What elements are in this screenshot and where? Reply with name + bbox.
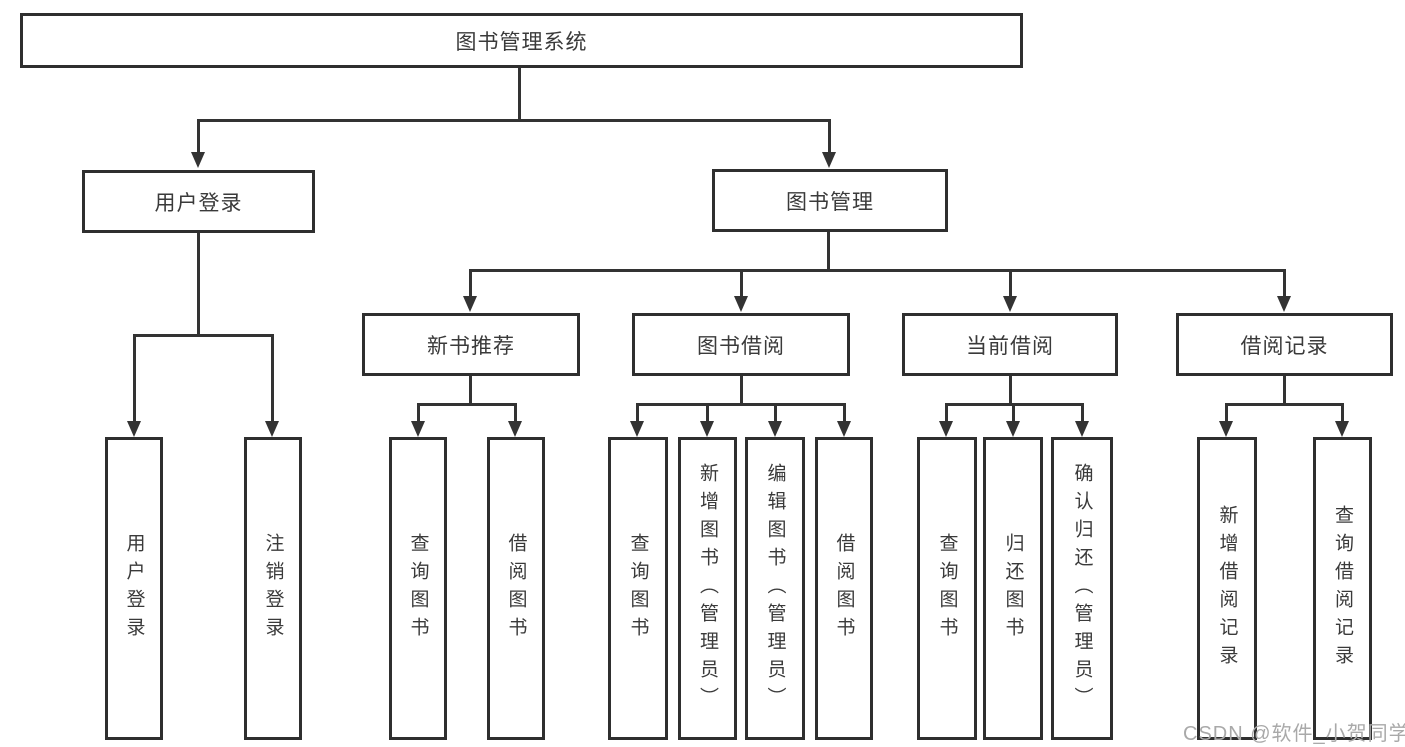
arrowhead-down-icon: [127, 421, 141, 437]
connector-vline: [1012, 403, 1015, 422]
connector-hline: [197, 119, 831, 122]
node-label: 借阅记录: [1240, 334, 1329, 358]
node-label: 新书推荐: [427, 334, 515, 358]
connector-vline: [197, 119, 200, 154]
arrowhead-down-icon: [837, 421, 851, 437]
leaf-query-books-current: 查询图书: [917, 437, 977, 740]
connector-vline: [740, 269, 743, 298]
arrowhead-down-icon: [463, 296, 477, 312]
node-label: 图书管理系统: [455, 30, 588, 54]
node-label: 图书借阅: [697, 334, 785, 358]
node-label: 新增图书（管理员）: [697, 462, 718, 715]
leaf-add-books-admin: 新增图书（管理员）: [678, 437, 737, 740]
node-label: 图书管理: [786, 190, 874, 214]
node-label: 借阅图书: [833, 532, 855, 645]
arrowhead-down-icon: [508, 421, 522, 437]
node-label: 查询图书: [407, 532, 429, 645]
arrowhead-down-icon: [411, 421, 425, 437]
connector-vline: [827, 232, 830, 272]
leaf-confirm-return-admin: 确认归还（管理员）: [1051, 437, 1113, 740]
arrowhead-down-icon: [734, 296, 748, 312]
connector-hline: [636, 403, 846, 406]
node-label: 查询借阅记录: [1332, 504, 1353, 673]
leaf-logout-login: 注销登录: [244, 437, 302, 740]
connector-vline: [1341, 403, 1344, 422]
node-user-login: 用户登录: [82, 170, 315, 233]
connector-vline: [636, 403, 639, 422]
arrowhead-down-icon: [1219, 421, 1233, 437]
connector-vline: [1081, 403, 1084, 422]
arrowhead-down-icon: [1003, 296, 1017, 312]
connector-hline: [417, 403, 517, 406]
connector-vline: [1283, 376, 1286, 406]
node-label: 查询图书: [627, 532, 649, 645]
connector-vline: [469, 269, 472, 298]
arrowhead-down-icon: [822, 152, 836, 168]
node-label: 查询图书: [936, 532, 958, 645]
connector-hline: [133, 334, 274, 337]
node-root: 图书管理系统: [20, 13, 1023, 68]
leaf-return-books: 归还图书: [983, 437, 1043, 740]
connector-vline: [417, 403, 420, 422]
connector-vline: [945, 403, 948, 422]
connector-vline: [1225, 403, 1228, 422]
leaf-borrow-books-recommend: 借阅图书: [487, 437, 545, 740]
leaf-borrow-books-borrow: 借阅图书: [815, 437, 873, 740]
leaf-query-books-borrow: 查询图书: [608, 437, 668, 740]
leaf-query-borrow-record: 查询借阅记录: [1313, 437, 1372, 740]
arrowhead-down-icon: [630, 421, 644, 437]
connector-vline: [828, 119, 831, 154]
node-label: 用户登录: [154, 191, 243, 215]
node-label: 编辑图书（管理员）: [764, 462, 786, 715]
connector-vline: [197, 233, 200, 337]
node-current-borrow: 当前借阅: [902, 313, 1118, 376]
connector-vline: [518, 68, 521, 121]
node-label: 用户登录: [123, 532, 145, 645]
leaf-query-books-recommend: 查询图书: [389, 437, 447, 740]
connector-vline: [843, 403, 846, 422]
arrowhead-down-icon: [1075, 421, 1089, 437]
connector-vline: [706, 403, 709, 422]
connector-vline: [514, 403, 517, 422]
arrowhead-down-icon: [265, 421, 279, 437]
connector-vline: [740, 376, 743, 406]
arrowhead-down-icon: [1335, 421, 1349, 437]
connector-vline: [469, 376, 472, 406]
node-new-book-recommend: 新书推荐: [362, 313, 580, 376]
connector-vline: [1283, 269, 1286, 298]
node-borrow-records: 借阅记录: [1176, 313, 1393, 376]
node-label: 归还图书: [1002, 532, 1024, 645]
connector-hline: [469, 269, 1286, 272]
connector-hline: [1225, 403, 1344, 406]
node-label: 新增借阅记录: [1216, 504, 1238, 673]
node-book-management: 图书管理: [712, 169, 948, 232]
leaf-edit-books-admin: 编辑图书（管理员）: [745, 437, 805, 740]
node-label: 注销登录: [262, 532, 284, 645]
arrowhead-down-icon: [768, 421, 782, 437]
arrowhead-down-icon: [939, 421, 953, 437]
connector-vline: [774, 403, 777, 422]
connector-vline: [271, 334, 274, 422]
arrowhead-down-icon: [1006, 421, 1020, 437]
arrowhead-down-icon: [1277, 296, 1291, 312]
node-label: 借阅图书: [505, 532, 527, 645]
connector-vline: [1009, 376, 1012, 406]
csdn-watermark: CSDN @软件_小贺同学: [1183, 723, 1405, 745]
leaf-user-login: 用户登录: [105, 437, 163, 740]
arrowhead-down-icon: [700, 421, 714, 437]
node-label: 确认归还（管理员）: [1071, 462, 1093, 715]
connector-vline: [133, 334, 136, 422]
connector-vline: [1009, 269, 1012, 298]
leaf-add-borrow-record: 新增借阅记录: [1197, 437, 1257, 740]
node-book-borrow: 图书借阅: [632, 313, 850, 376]
node-label: 当前借阅: [966, 334, 1054, 358]
arrowhead-down-icon: [191, 152, 205, 168]
